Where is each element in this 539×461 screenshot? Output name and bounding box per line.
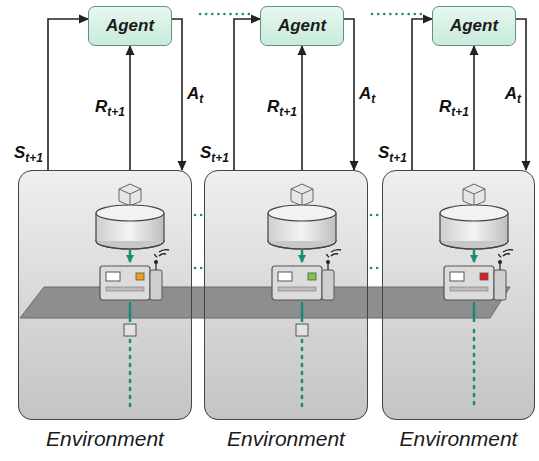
environment-box: Environment xyxy=(204,170,368,420)
environment-box: Environment xyxy=(18,170,192,420)
flow-arrow xyxy=(516,19,526,170)
signal-label: St+1 xyxy=(14,144,43,164)
signal-label: St+1 xyxy=(200,144,229,164)
environment-label: Environment xyxy=(46,427,164,451)
signal-label: At xyxy=(505,85,521,105)
flow-arrow xyxy=(344,19,354,170)
flow-arrow xyxy=(129,46,131,170)
agent-box: Agent xyxy=(88,6,172,46)
environment-box: Environment xyxy=(382,170,535,420)
agent-box: Agent xyxy=(432,6,516,46)
flow-arrow xyxy=(234,19,260,170)
flow-arrow xyxy=(48,19,88,170)
agent-box: Agent xyxy=(260,6,344,46)
signal-label: At xyxy=(187,85,203,105)
agent-label: Agent xyxy=(106,16,154,36)
flow-arrow xyxy=(172,19,182,170)
environment-label: Environment xyxy=(227,427,345,451)
agent-label: Agent xyxy=(450,16,498,36)
signal-label: Rt+1 xyxy=(95,98,125,118)
signal-label: St+1 xyxy=(378,144,407,164)
flow-arrow xyxy=(473,46,475,170)
flow-arrow xyxy=(412,19,432,170)
agent-label: Agent xyxy=(278,16,326,36)
signal-label: At xyxy=(359,85,375,105)
signal-label: Rt+1 xyxy=(439,98,469,118)
flow-arrow xyxy=(301,46,303,170)
environment-label: Environment xyxy=(400,427,518,451)
signal-label: Rt+1 xyxy=(267,98,297,118)
